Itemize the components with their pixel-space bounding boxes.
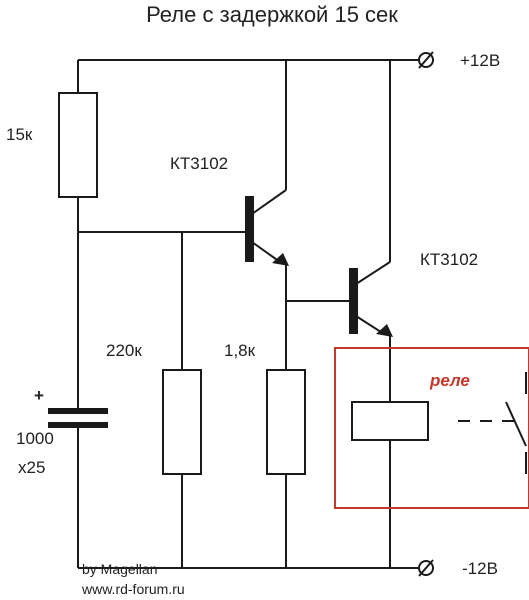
capacitor-plate-top <box>48 408 108 414</box>
positive-terminal <box>418 51 434 69</box>
t2-collector-lead <box>355 261 391 285</box>
t1-emitter-arrow <box>272 253 289 266</box>
relay-contact <box>458 372 527 474</box>
relay-box <box>334 347 529 509</box>
relay-coil <box>351 401 429 441</box>
r1-label: 15к <box>6 125 33 144</box>
resistor-r3 <box>266 369 306 475</box>
resistor-r2 <box>162 369 202 475</box>
negative-terminal-label: -12В <box>462 559 498 578</box>
r3-label: 1,8к <box>224 341 256 360</box>
relay-label: реле <box>429 371 470 390</box>
t1-base-bar <box>245 196 254 262</box>
t1-collector-lead <box>251 189 287 215</box>
capacitor-polarity: + <box>34 386 44 405</box>
diagram-title: Реле с задержкой 15 сек <box>146 2 398 27</box>
t1-label: КТ3102 <box>170 154 228 173</box>
capacitor-plate-bottom <box>48 422 108 428</box>
positive-terminal-label: +12В <box>460 51 500 70</box>
capacitor-value: 1000 <box>16 429 54 448</box>
author-credit: by Magellan <box>82 561 158 577</box>
r2-label: 220к <box>106 341 142 360</box>
capacitor-voltage: x25 <box>18 458 45 477</box>
t1-emitter-lead <box>251 241 281 263</box>
site-credit: www.rd-forum.ru <box>81 581 185 597</box>
negative-terminal <box>418 559 434 577</box>
t2-emitter-arrow <box>376 324 393 337</box>
t2-label: КТ3102 <box>420 250 478 269</box>
wires <box>77 59 418 569</box>
t2-base-bar <box>349 268 358 334</box>
resistor-r1 <box>58 92 98 198</box>
